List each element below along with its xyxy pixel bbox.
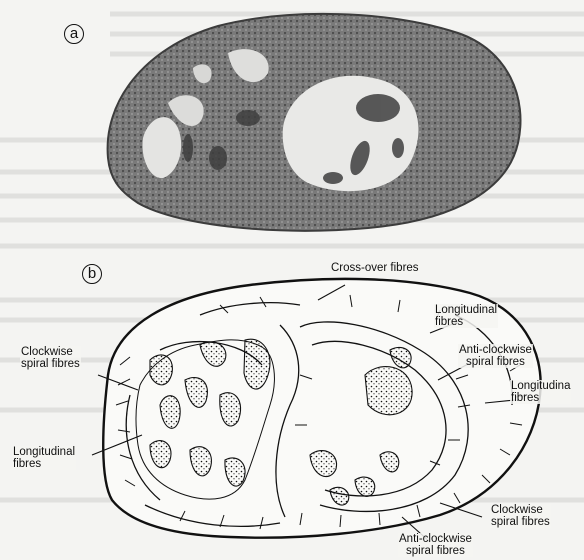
label-crossover-fibres: Cross-over fibres bbox=[330, 262, 420, 274]
label-longitudinal-fibres-right: Longitudina fibres bbox=[510, 380, 571, 404]
label-anticlockwise-spiral-fibres-bottom: Anti-clockwise spiral fibres bbox=[398, 533, 473, 557]
label-clockwise-spiral-fibres-bottom: Clockwise spiral fibres bbox=[490, 504, 551, 528]
label-clockwise-spiral-fibres-left: Clockwise spiral fibres bbox=[20, 346, 81, 370]
label-anticlockwise-spiral-fibres-top: Anti-clockwise spiral fibres bbox=[458, 344, 533, 368]
photomicrograph bbox=[98, 8, 528, 233]
label-longitudinal-fibres-left: Longitudinal fibres bbox=[12, 446, 76, 470]
label-longitudinal-fibres-top: Longitudinal fibres bbox=[434, 304, 498, 328]
panel-a-label: a bbox=[64, 24, 84, 44]
